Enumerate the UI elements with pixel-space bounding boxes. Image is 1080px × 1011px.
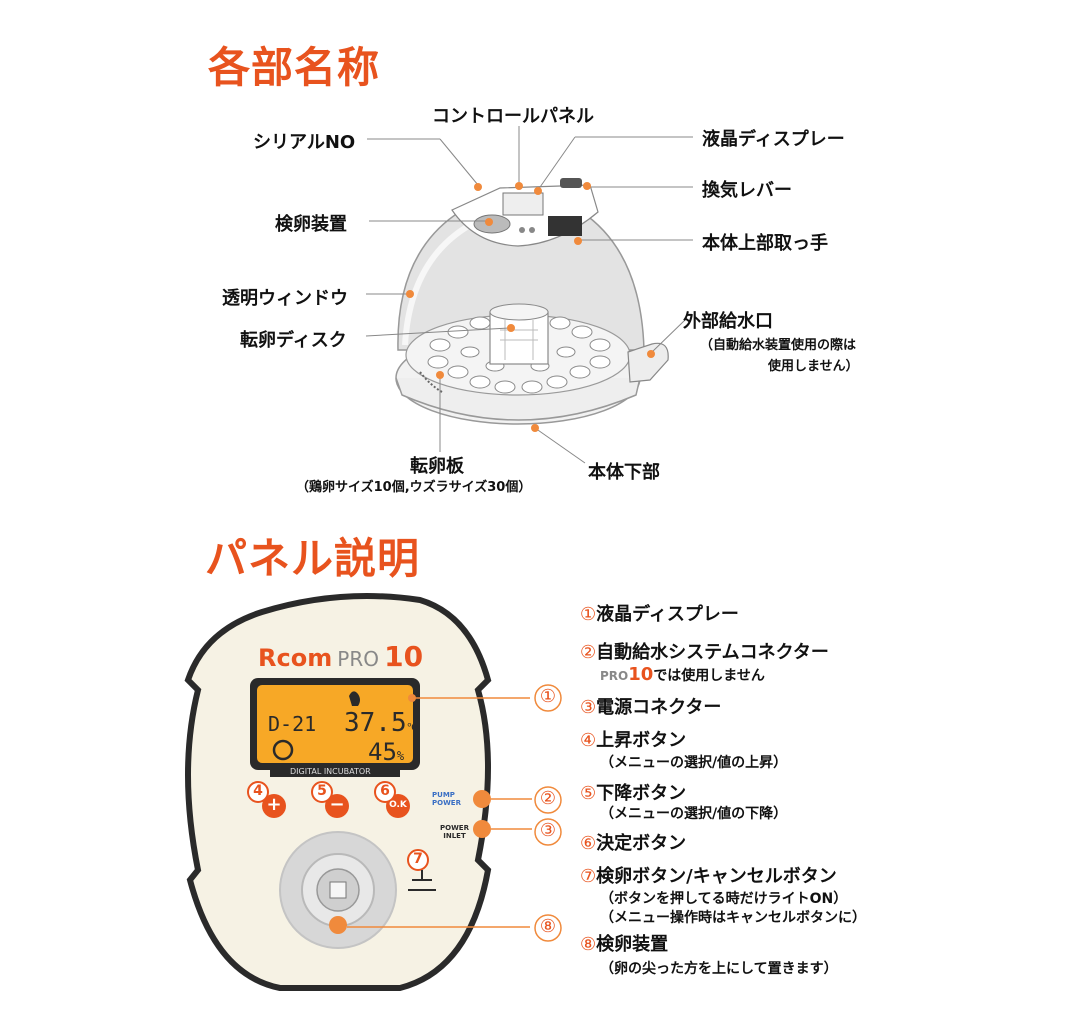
lcd-temp-value: 37.5 xyxy=(344,708,407,738)
legend-text-7: 検卵ボタン/キャンセルボタン xyxy=(596,866,837,887)
panel-callout-circles xyxy=(534,684,562,942)
marker-5: 5 xyxy=(317,783,327,799)
lcd-humidity-unit: % xyxy=(396,749,405,763)
legend-note-8: （卵の尖った方を上にして置きます） xyxy=(600,961,838,977)
label-external-water-note-1: （自動給水装置使用の際は xyxy=(700,338,857,353)
legend-note-2-brand: PRO xyxy=(600,669,629,683)
label-vent-lever: 換気レバー xyxy=(702,180,792,201)
legend-text-6: 決定ボタン xyxy=(596,833,687,854)
part-leaders xyxy=(365,126,693,464)
legend-text-2: 自動給水システムコネクター xyxy=(596,642,829,663)
legend-num-5: ⑤ xyxy=(580,783,597,804)
pump-label: PUMP POWER xyxy=(432,791,461,807)
legend-item-6: ⑥決定ボタン xyxy=(580,829,686,855)
power-inlet-1: POWER xyxy=(440,824,469,832)
legend-text-4: 上昇ボタン xyxy=(596,730,687,751)
power-inlet-label: POWER INLET xyxy=(440,824,469,840)
legend-item-2: ②自動給水システムコネクター xyxy=(580,638,829,664)
panel-leaders xyxy=(347,697,532,928)
label-turning-disc: 転卵ディスク xyxy=(240,330,347,351)
legend-note-5: （メニューの選択/値の下降） xyxy=(600,806,788,822)
legend-num-2: ② xyxy=(580,642,597,663)
lcd-day: D-21 xyxy=(268,712,317,736)
power-inlet-2: INLET xyxy=(443,832,466,840)
marker-7: 7 xyxy=(413,851,423,867)
legend-num-7: ⑦ xyxy=(580,866,597,887)
ok-button[interactable]: O.K xyxy=(389,800,407,810)
lcd-humidity-value: 45 xyxy=(368,738,397,766)
panel-brand: Rcom PRO 10 xyxy=(258,640,423,673)
label-bottom-body: 本体下部 xyxy=(588,462,660,483)
legend-num-4: ④ xyxy=(580,730,597,751)
label-top-handle: 本体上部取っ手 xyxy=(702,233,828,254)
legend-item-1: ①液晶ディスプレー xyxy=(580,600,739,626)
label-turning-plate-note: （鶏卵サイズ10個,ウズラサイズ30個） xyxy=(296,480,532,495)
legend-note-4: （メニューの選択/値の上昇） xyxy=(600,755,788,771)
legend-text-8: 検卵装置 xyxy=(596,934,669,955)
legend-item-7: ⑦検卵ボタン/キャンセルボタン xyxy=(580,862,837,888)
down-button[interactable]: − xyxy=(329,794,345,815)
label-lcd-display: 液晶ディスプレー xyxy=(702,129,845,150)
callout-3: ③ xyxy=(539,820,557,841)
legend-num-6: ⑥ xyxy=(580,833,597,854)
legend-item-3: ③電源コネクター xyxy=(580,693,721,719)
legend-note-7a: （ボタンを押してる時だけライトON） xyxy=(600,891,848,907)
label-control-panel: コントロールパネル xyxy=(432,106,594,127)
part-dots xyxy=(406,182,655,432)
legend-note-2-num: 10 xyxy=(628,664,654,685)
callout-8: ⑧ xyxy=(539,916,557,937)
legend-note-2: PRO10では使用しません xyxy=(600,664,765,685)
panel-illustration xyxy=(184,593,492,991)
legend-text-1: 液晶ディスプレー xyxy=(596,604,739,625)
brand-pro: PRO xyxy=(337,647,379,671)
lcd-temp-unit: ℃ xyxy=(406,721,419,734)
legend-note-2-text: では使用しません xyxy=(653,668,765,684)
pump-label-1: PUMP xyxy=(432,791,455,799)
label-external-water-inlet: 外部給水口 xyxy=(683,311,773,332)
marker-4: 4 xyxy=(253,783,263,799)
legend-item-4: ④上昇ボタン xyxy=(580,726,686,752)
pump-label-2: POWER xyxy=(432,799,461,807)
lcd-humidity: 45% xyxy=(368,738,404,766)
legend-note-7b: （メニュー操作時はキャンセルボタンに） xyxy=(600,910,866,926)
panel-title: パネル説明 xyxy=(205,534,421,583)
legend-item-5: ⑤下降ボタン xyxy=(580,779,686,805)
up-button[interactable]: + xyxy=(266,794,282,815)
legend-text-5: 下降ボタン xyxy=(596,783,687,804)
lcd-caption: DIGITAL INCUBATOR xyxy=(290,767,371,776)
parts-title: 各部名称 xyxy=(208,43,381,92)
label-clear-window: 透明ウィンドウ xyxy=(222,288,348,309)
legend-num-8: ⑧ xyxy=(580,934,597,955)
legend-item-8: ⑧検卵装置 xyxy=(580,930,668,956)
label-turning-plate: 転卵板 xyxy=(410,456,464,477)
brand-num: 10 xyxy=(384,640,424,673)
label-candling-device: 検卵装置 xyxy=(275,214,347,235)
incubator-illustration xyxy=(395,178,669,425)
legend-num-3: ③ xyxy=(580,697,597,718)
label-external-water-note-2: 使用しません） xyxy=(768,359,859,374)
callout-2: ② xyxy=(539,788,557,809)
lcd-temperature: 37.5℃ xyxy=(344,708,419,738)
brand-rcom: Rcom xyxy=(258,644,333,672)
legend-num-1: ① xyxy=(580,604,597,625)
label-serial-no: シリアルNO xyxy=(253,132,356,153)
callout-1: ① xyxy=(539,686,557,707)
legend-text-3: 電源コネクター xyxy=(596,697,722,718)
lcd-dot xyxy=(408,694,416,702)
marker-6: 6 xyxy=(380,783,390,799)
